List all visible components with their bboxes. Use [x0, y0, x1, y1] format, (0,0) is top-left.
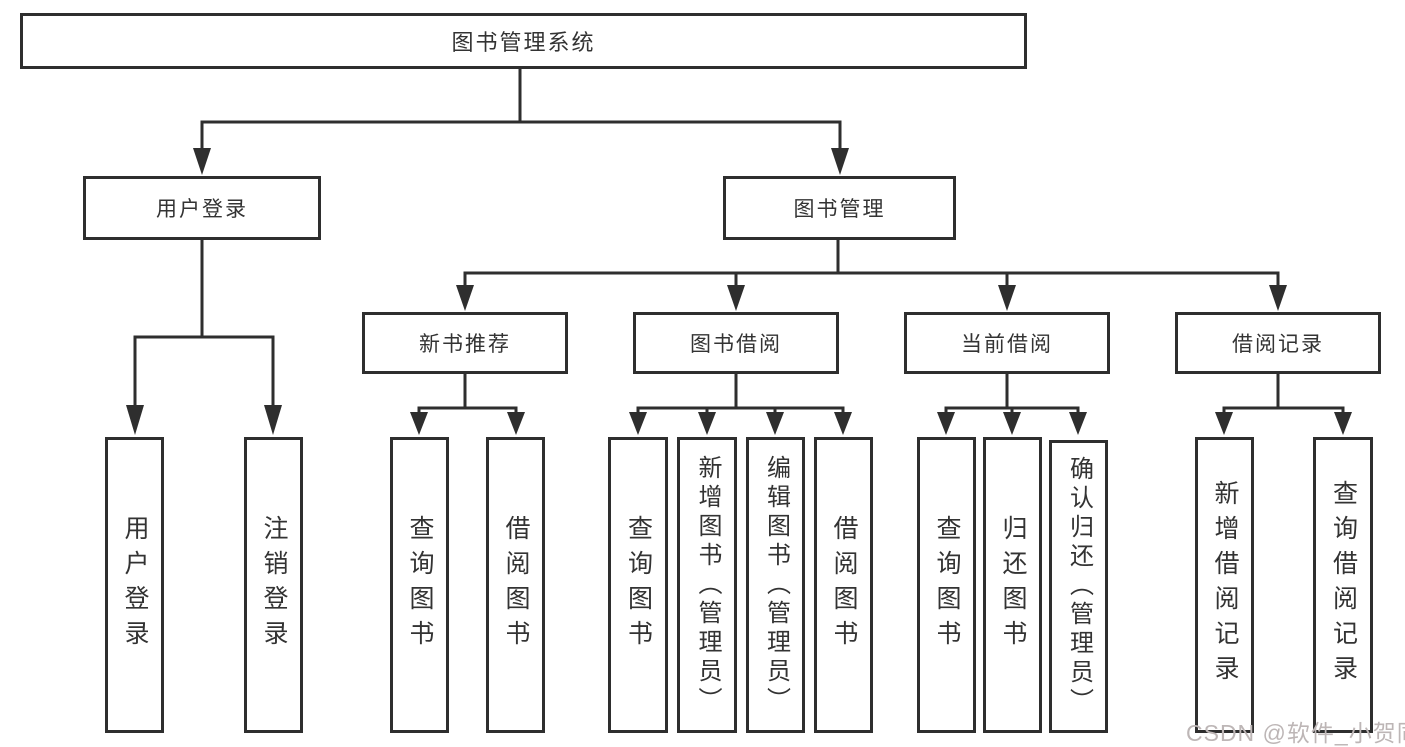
arrow-down-icon [698, 412, 716, 435]
arrow-down-icon [126, 405, 144, 435]
leaf-current-query-books: 查询图书 [917, 437, 976, 733]
arrow-down-icon [264, 405, 282, 435]
arrow-down-icon [766, 412, 784, 435]
leaf-newbook-query-books: 查询图书 [390, 437, 449, 733]
node-borrow-record: 借阅记录 [1175, 312, 1381, 374]
arrow-down-icon [831, 148, 849, 175]
node-book-management: 图书管理 [723, 176, 956, 240]
arrow-down-icon [1215, 412, 1233, 435]
arrow-down-icon [1069, 412, 1087, 435]
csdn-watermark: CSDN @软件_小贺同学 [1186, 720, 1405, 746]
arrow-down-icon [1334, 412, 1352, 435]
arrow-down-icon [937, 412, 955, 435]
leaf-borrow-edit-books-admin: 编辑图书（管理员） [746, 437, 805, 733]
arrow-down-icon [727, 285, 745, 311]
leaf-borrow-add-books-admin: 新增图书（管理员） [677, 437, 737, 733]
connector-new-book-recommend-branch [410, 374, 525, 435]
connector-user-login-branch [126, 240, 282, 435]
arrow-down-icon [629, 412, 647, 435]
node-book-borrow: 图书借阅 [633, 312, 839, 374]
connector-current-borrow-branch [937, 374, 1087, 435]
leaf-borrow-borrow-books: 借阅图书 [814, 437, 873, 733]
arrow-down-icon [507, 412, 525, 435]
arrow-down-icon [1003, 412, 1021, 435]
arrow-down-icon [834, 412, 852, 435]
node-new-book-recommend: 新书推荐 [362, 312, 568, 374]
connector-root-to-level2 [193, 69, 849, 175]
leaf-user-login: 用户登录 [105, 437, 164, 733]
connector-book-borrow-branch [629, 374, 852, 435]
arrow-down-icon [410, 412, 428, 435]
leaf-current-confirm-return-admin: 确认归还（管理员） [1049, 440, 1108, 733]
connector-book-management-to-level3 [456, 240, 1287, 311]
leaf-borrow-query-books: 查询图书 [608, 437, 668, 733]
leaf-newbook-borrow-books: 借阅图书 [486, 437, 545, 733]
arrow-down-icon [1269, 285, 1287, 311]
node-current-borrow: 当前借阅 [904, 312, 1110, 374]
leaf-record-add-record: 新增借阅记录 [1195, 437, 1254, 733]
node-user-login: 用户登录 [83, 176, 321, 240]
leaf-user-logout: 注销登录 [244, 437, 303, 733]
arrow-down-icon [998, 285, 1016, 311]
arrow-down-icon [456, 285, 474, 311]
connector-borrow-record-branch [1215, 374, 1352, 435]
leaf-record-query-record: 查询借阅记录 [1313, 437, 1373, 733]
arrow-down-icon [193, 148, 211, 175]
leaf-current-return-books: 归还图书 [983, 437, 1042, 733]
node-root: 图书管理系统 [20, 13, 1027, 69]
